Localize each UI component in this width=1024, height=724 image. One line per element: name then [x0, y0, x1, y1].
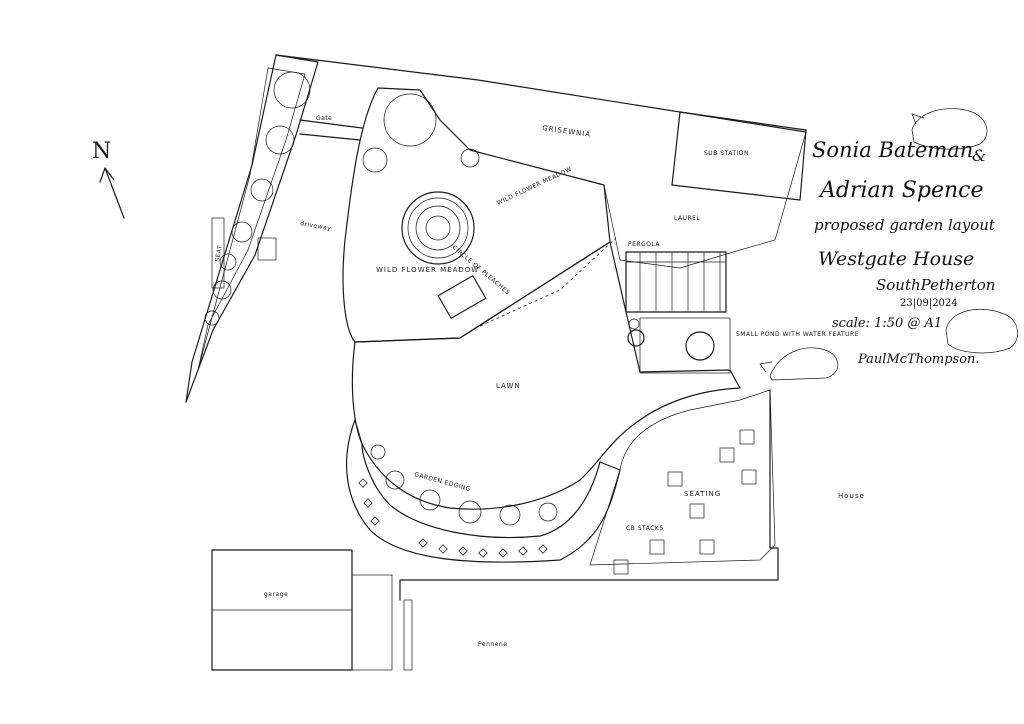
sitting-cat-icon	[759, 347, 839, 381]
shrub	[273, 71, 311, 109]
pond-area: SMALL POND WITH WATER FEATURE	[627, 317, 859, 374]
south-border-bed	[346, 419, 621, 563]
drawing-subtitle: proposed garden layout	[814, 216, 995, 234]
seat-label: SEAT	[214, 244, 224, 262]
lawn: LAWN GARDEN EDGING	[351, 241, 741, 510]
meadow-label: WILD FLOWER MEADOW	[376, 266, 479, 274]
seat-bench	[211, 217, 225, 289]
driveway-label: driveway	[300, 220, 332, 232]
stepping-stones	[358, 478, 548, 558]
west-border-bed: SEAT	[185, 54, 319, 403]
south-wall: Pennene	[403, 599, 507, 671]
drawing-date: 23|09|2024	[900, 298, 958, 309]
lawn-label: LAWN	[496, 382, 521, 390]
garden-edging-label: GARDEN EDGING	[413, 471, 471, 493]
sub-station: SUB STATION	[671, 111, 807, 201]
north-boundary-line	[275, 54, 807, 133]
gate-label: Gate	[316, 115, 332, 122]
meadow-bench	[437, 275, 487, 319]
designer-signature: PaulMcThompson.	[858, 352, 980, 367]
pennene-label: Pennene	[478, 641, 507, 648]
seating-terrace: SEATING CB STACKS	[589, 389, 776, 575]
town-name: SouthPetherton	[876, 276, 996, 294]
gate: Gate	[299, 115, 363, 141]
client-name-2: Adrian Spence	[820, 178, 984, 203]
pergola: PERGOLA	[625, 241, 727, 313]
garage: garage	[211, 549, 393, 671]
north-arrow-label: N	[92, 139, 111, 164]
house-outline: House	[399, 389, 865, 601]
drawing-scale: scale: 1:50 @ A1	[832, 316, 943, 331]
sub-station-label: SUB STATION	[704, 150, 749, 157]
seating-label: SEATING	[684, 490, 721, 498]
laurel-hedge	[603, 131, 807, 269]
lying-cat-icon	[945, 308, 1018, 354]
grisewnia-label: GRISEWNIA	[542, 124, 592, 139]
laurel-label: LAUREL	[674, 215, 700, 222]
small-pond-label: SMALL POND WITH WATER FEATURE	[736, 331, 859, 338]
cb-stacks-label: CB STACKS	[626, 525, 664, 532]
client-name-1: Sonia Bateman	[812, 138, 974, 162]
pergola-label: PERGOLA	[628, 241, 660, 248]
ampersand: &	[972, 146, 987, 165]
meadow-area: WILD FLOWER MEADOW WILD FLOWER MEADOW CI…	[342, 87, 611, 343]
garage-label: garage	[264, 591, 288, 598]
north-arrow: N	[92, 139, 125, 219]
circle-of-pleaches	[401, 191, 475, 265]
meadow-label-2: WILD FLOWER MEADOW	[496, 166, 573, 207]
mown-path	[479, 237, 617, 327]
house-label: House	[838, 492, 865, 500]
small-pond	[685, 331, 715, 361]
sleeping-cat-icon	[911, 108, 988, 150]
house-name: Westgate House	[818, 248, 975, 270]
